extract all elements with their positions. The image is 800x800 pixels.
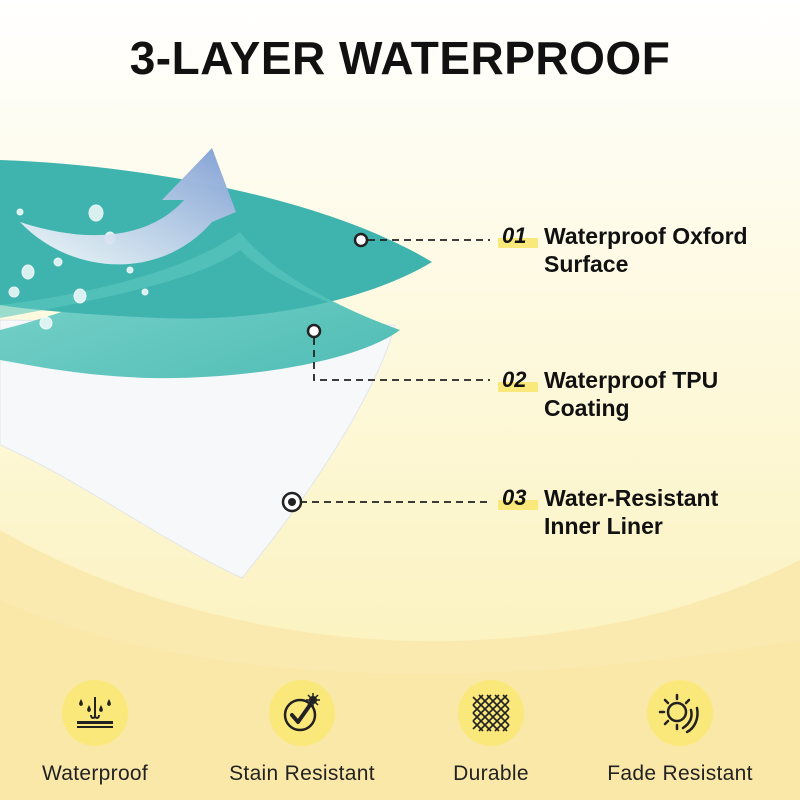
feature-fade-resistant: Fade Resistant	[585, 680, 775, 786]
layer-label-2-line1: Waterproof TPU	[544, 367, 719, 393]
layer-label-3-line2: Inner Liner	[544, 513, 663, 539]
inner-liner-layer	[0, 319, 396, 579]
layer-label-3-line1: Water-Resistant	[544, 485, 719, 511]
water-drops-icon	[62, 680, 128, 746]
layer-2-marker	[306, 323, 322, 339]
title-wrap: 3-LAYER WATERPROOF	[0, 28, 800, 88]
feature-label-waterproof: Waterproof	[41, 762, 149, 785]
feature-durable: Durable	[396, 680, 586, 786]
sun-icon	[647, 680, 713, 746]
feature-row: Waterproof Stain Resistant	[0, 680, 800, 800]
woven-mesh-icon	[458, 680, 524, 746]
layer-callout-3: 03 Water-Resistant Inner Liner	[498, 484, 718, 540]
feature-waterproof: Waterproof	[0, 680, 190, 786]
layer-number-2: 02	[498, 366, 544, 394]
layer-callout-1: 01 Waterproof Oxford Surface	[498, 222, 748, 278]
feature-label-durable: Durable	[453, 762, 529, 785]
layer-number-3: 03	[498, 484, 544, 512]
feature-stain-resistant: Stain Resistant	[207, 680, 397, 786]
feature-label-stain-resistant: Stain Resistant	[229, 762, 375, 785]
layer-label-1: Waterproof Oxford Surface	[544, 222, 748, 278]
layer-label-1-line2: Surface	[544, 251, 629, 277]
callout-leaders	[300, 239, 490, 503]
layer-label-3: Water-Resistant Inner Liner	[544, 484, 718, 540]
layer-3-marker-core	[288, 498, 296, 506]
layer-number-1: 01	[498, 222, 544, 250]
page-title-text: 3-LAYER WATERPROOF	[129, 32, 671, 84]
layer-label-2-line2: Coating	[544, 395, 630, 421]
layer-callout-2: 02 Waterproof TPU Coating	[498, 366, 718, 422]
layer-label-2: Waterproof TPU Coating	[544, 366, 718, 422]
page-title: 3-LAYER WATERPROOF	[123, 28, 677, 88]
oxford-surface-layer	[0, 160, 432, 319]
bottom-wave-2	[0, 600, 800, 800]
feature-label-fade-resistant: Fade Resistant	[607, 762, 753, 785]
water-repel-arrow	[20, 148, 236, 265]
stain-shield-icon	[269, 680, 335, 746]
layer-1-marker	[353, 232, 369, 248]
layer-label-1-line1: Waterproof Oxford	[544, 223, 748, 249]
